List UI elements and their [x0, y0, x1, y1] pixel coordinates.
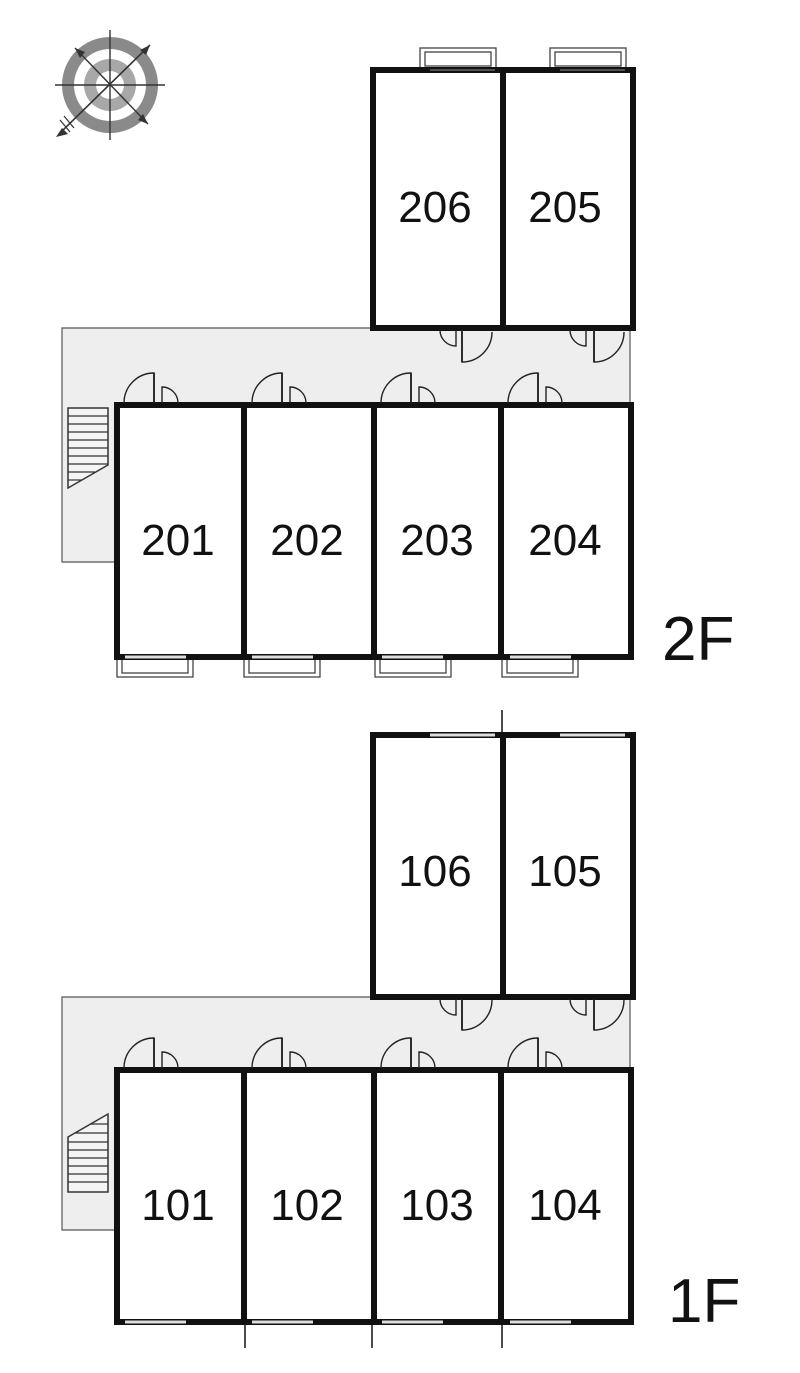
- room-label-204: 204: [528, 516, 601, 565]
- room-label-104: 104: [528, 1181, 601, 1230]
- door-204: [507, 372, 563, 404]
- unit-204: [498, 402, 634, 660]
- unit-206: [370, 67, 506, 331]
- floor-1f: 106 105 101 102 103 104 1F: [61, 710, 740, 1348]
- floor-2f: 206 205 201 202 203 204 2F: [61, 47, 734, 678]
- unit-205: [500, 67, 636, 331]
- compass-rose-icon: [55, 30, 165, 140]
- door-102: [251, 1037, 307, 1069]
- door-201: [123, 372, 179, 404]
- room-label-103: 103: [400, 1181, 473, 1230]
- balcony-206: [419, 47, 497, 71]
- door-206: [439, 329, 493, 363]
- door-202: [251, 372, 307, 404]
- staircase-2f: [67, 407, 109, 490]
- door-205: [569, 329, 625, 363]
- room-label-206: 206: [398, 183, 471, 232]
- room-label-106: 106: [398, 847, 471, 896]
- floor-label-1f: 1F: [668, 1267, 740, 1336]
- door-203: [380, 372, 436, 404]
- room-label-102: 102: [270, 1181, 343, 1230]
- room-label-101: 101: [141, 1181, 214, 1230]
- room-label-203: 203: [400, 516, 473, 565]
- balcony-205: [549, 47, 627, 71]
- unit-105: [500, 732, 636, 1000]
- unit-102: [241, 1067, 377, 1325]
- door-104: [507, 1037, 563, 1069]
- unit-201: [114, 402, 247, 660]
- door-103: [380, 1037, 436, 1069]
- door-105: [569, 998, 625, 1031]
- room-label-202: 202: [270, 516, 343, 565]
- staircase-1f: [67, 1112, 109, 1193]
- room-label-201: 201: [141, 516, 214, 565]
- unit-104: [498, 1067, 634, 1325]
- unit-203: [371, 402, 504, 660]
- door-106: [439, 998, 493, 1031]
- door-101: [123, 1037, 179, 1069]
- room-label-105: 105: [528, 847, 601, 896]
- floor-label-2f: 2F: [662, 605, 734, 674]
- room-label-205: 205: [528, 183, 601, 232]
